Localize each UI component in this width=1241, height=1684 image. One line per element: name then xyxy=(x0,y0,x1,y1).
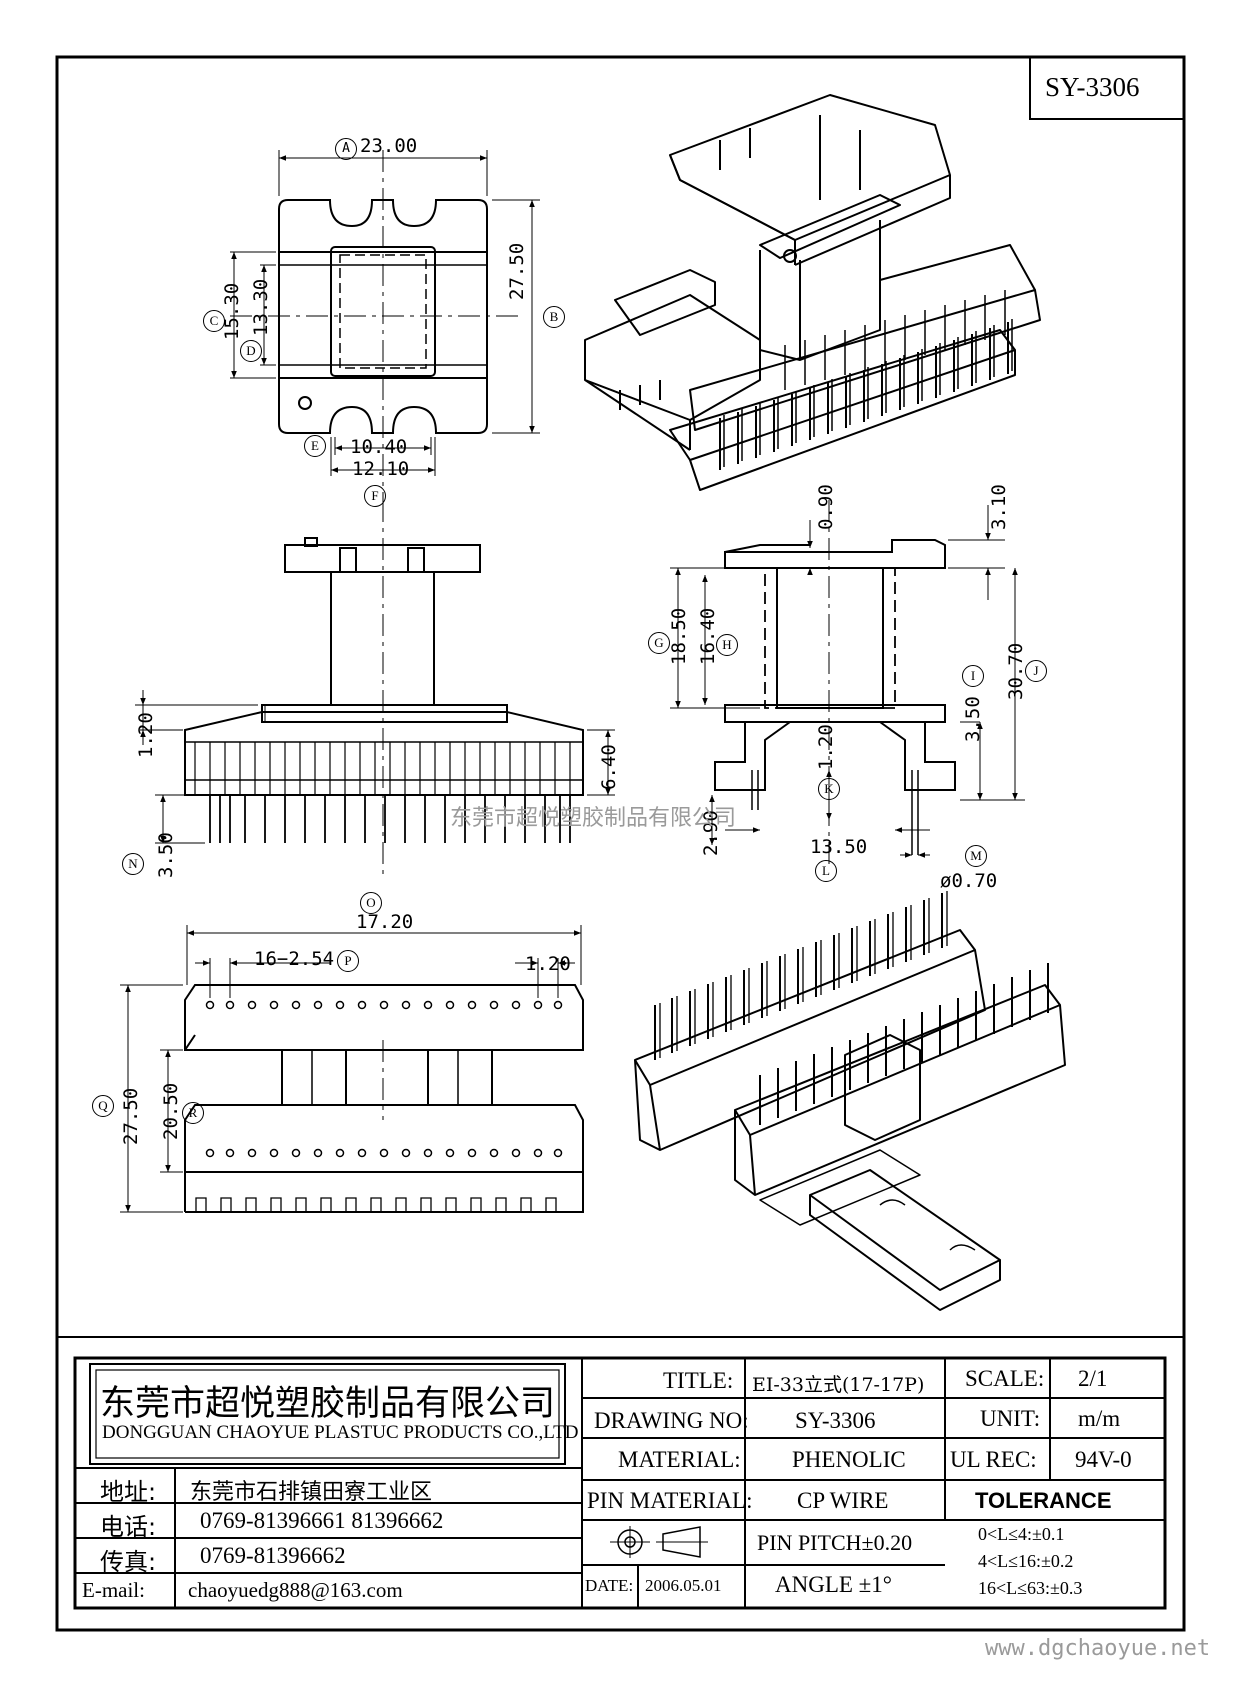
dim-n-value: 3.50 xyxy=(155,832,177,878)
dim-q-value: 27.50 xyxy=(120,1087,142,1145)
fax-value: 0769-81396662 xyxy=(200,1543,346,1568)
material-label: MATERIAL: xyxy=(618,1447,741,1472)
isometric-view-bottom xyxy=(634,891,1066,1311)
phone-label: 电话: xyxy=(100,1513,157,1541)
marker-g: G xyxy=(648,632,670,654)
pin-material-label: PIN MATERIAL: xyxy=(587,1488,753,1513)
marker-q: Q xyxy=(92,1095,114,1117)
marker-h: H xyxy=(716,634,738,656)
unit-value: m/m xyxy=(1078,1406,1121,1431)
title-label: TITLE: xyxy=(663,1368,734,1393)
drawing-id-box xyxy=(1029,56,1185,120)
dim-a-value: 23.00 xyxy=(360,135,418,157)
dim-p-right-value: 1.20 xyxy=(525,953,571,975)
marker-j: J xyxy=(1025,660,1047,682)
company-name-cn: 东莞市超悦塑胶制品有限公司 xyxy=(100,1384,556,1424)
drawing-no-label: DRAWING NO: xyxy=(594,1408,749,1433)
dim-side-flange-value: 3.10 xyxy=(988,484,1010,530)
dim-c-value: 15.30 xyxy=(221,282,243,340)
drawing-no-value: SY-3306 xyxy=(795,1408,876,1433)
dim-p-value: 16−2.54 xyxy=(254,948,335,970)
dim-m-value: ø0.70 xyxy=(940,870,998,892)
dim-i-value: 3.50 xyxy=(962,696,984,742)
dim-k-value: 1.20 xyxy=(815,724,837,770)
material-value: PHENOLIC xyxy=(792,1447,906,1472)
phone-value: 0769-81396661 81396662 xyxy=(200,1508,444,1533)
title-block-frame xyxy=(73,1356,1167,1610)
bottom-view xyxy=(120,925,584,1213)
marker-o: O xyxy=(360,892,382,914)
marker-k: K xyxy=(818,778,840,800)
email-label: E-mail: xyxy=(82,1578,145,1602)
dim-b-value: 27.50 xyxy=(506,242,528,300)
marker-r: R xyxy=(182,1102,204,1124)
marker-d: D xyxy=(240,340,262,362)
ul-value: 94V-0 xyxy=(1075,1447,1132,1472)
fax-label: 传真: xyxy=(100,1548,157,1576)
marker-i: I xyxy=(962,665,984,687)
watermark-text: 东莞市超悦塑胶制品有限公司 xyxy=(450,806,737,831)
side-view xyxy=(670,500,1025,870)
address-value: 东莞市石排镇田寮工业区 xyxy=(190,1480,433,1505)
marker-b: B xyxy=(543,306,565,328)
ul-label: UL REC: xyxy=(950,1447,1037,1472)
scale-label: SCALE: xyxy=(965,1366,1045,1391)
front-view xyxy=(135,500,615,880)
dim-d-value: 13.30 xyxy=(250,278,272,336)
date-label: DATE: xyxy=(585,1576,634,1595)
dim-h-value: 16.40 xyxy=(697,607,719,665)
marker-p: P xyxy=(337,950,359,972)
isometric-view-top xyxy=(584,94,1041,491)
unit-label: UNIT: xyxy=(980,1406,1041,1431)
site-footer: www.dgchaoyue.net xyxy=(985,1636,1211,1661)
dim-o-value: 17.20 xyxy=(356,911,414,933)
scale-value: 2/1 xyxy=(1078,1366,1108,1391)
marker-m: M xyxy=(965,845,987,867)
tolerance-line-3: 16<L≤63:±0.3 xyxy=(978,1578,1083,1598)
dim-e-value: 10.40 xyxy=(350,436,408,458)
dim-side-top-value: 0.90 xyxy=(815,484,837,530)
pin-material-value: CP WIRE xyxy=(797,1488,889,1513)
drawing-id-label: SY-3306 xyxy=(1045,72,1140,102)
dimension-b: 27.50 xyxy=(506,243,528,300)
dim-front-120-value: 1.20 xyxy=(135,712,157,758)
marker-c: C xyxy=(203,310,225,332)
dim-front-640-value: 6.40 xyxy=(598,744,620,790)
dim-g-value: 18.50 xyxy=(668,607,690,665)
email-value: chaoyuedg888@163.com xyxy=(188,1578,403,1602)
marker-l: L xyxy=(815,860,837,882)
dim-j-value: 30.70 xyxy=(1005,642,1027,700)
dim-r-value: 20.50 xyxy=(160,1082,182,1140)
tolerance-line-1: 0<L≤4:±0.1 xyxy=(978,1524,1065,1544)
marker-f: F xyxy=(364,485,386,507)
dim-f-value: 12.10 xyxy=(352,458,410,480)
company-name-en: DONGGUAN CHAOYUE PLASTUC PRODUCTS CO.,LT… xyxy=(102,1422,579,1443)
top-view xyxy=(230,150,540,500)
tolerance-line-2: 4<L≤16:±0.2 xyxy=(978,1551,1074,1571)
pin-pitch-value: PIN PITCH±0.20 xyxy=(757,1530,913,1555)
marker-n: N xyxy=(122,853,144,875)
marker-e: E xyxy=(304,435,326,457)
marker-a: A xyxy=(335,138,357,160)
tolerance-label: TOLERANCE xyxy=(975,1488,1112,1513)
date-value: 2006.05.01 xyxy=(645,1576,722,1595)
sheet-border xyxy=(55,55,1186,1632)
angle-value: ANGLE ±1° xyxy=(775,1572,892,1597)
title-value: EI-33立式(17-17P) xyxy=(752,1374,925,1396)
dim-l-value: 13.50 xyxy=(810,836,868,858)
address-label: 地址: xyxy=(100,1478,157,1506)
